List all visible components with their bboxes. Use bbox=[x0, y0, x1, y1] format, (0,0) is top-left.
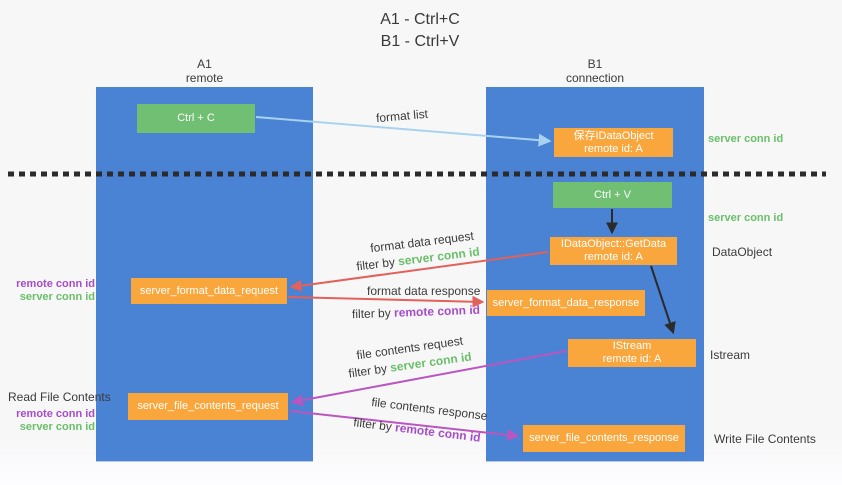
lane-b1-subtitle: connection bbox=[565, 71, 625, 85]
lane-b1-header: B1 connection bbox=[486, 57, 704, 85]
remote-conn-id-text: remote conn id bbox=[394, 420, 482, 445]
title-line-1: A1 - Ctrl+C bbox=[380, 11, 460, 28]
node-file-response-label: server_file_contents_response bbox=[529, 432, 679, 444]
node-format-response-label: server_format_data_response bbox=[492, 296, 640, 309]
label-istream: Istream bbox=[710, 348, 751, 362]
node-format-response: server_format_data_response bbox=[487, 290, 645, 316]
label-format-list: format list bbox=[375, 106, 429, 126]
node-ctrl-c: Ctrl + C bbox=[137, 104, 255, 133]
label-server-conn-id-mid: server conn id bbox=[708, 212, 784, 224]
node-file-response: server_file_contents_response bbox=[523, 425, 685, 452]
filter-by-text: filter by bbox=[347, 360, 392, 381]
label-server-conn-id-left-bottom: server conn id bbox=[19, 421, 95, 433]
lane-a1-subtitle: remote bbox=[185, 71, 224, 85]
label-remote-conn-id-left: remote conn id bbox=[16, 278, 95, 290]
filter-by-text: filter by bbox=[352, 415, 397, 435]
node-format-request-label: server_format_data_request bbox=[139, 284, 279, 297]
label-remote-conn-id-left-bottom: remote conn id bbox=[16, 408, 95, 420]
title-line-2: B1 - Ctrl+V bbox=[380, 33, 460, 50]
filter-by-text: filter by bbox=[355, 254, 400, 274]
node-save-dataobject-line1: 保存IDataObject bbox=[573, 129, 654, 142]
node-istream-line2: remote id: A bbox=[602, 353, 662, 365]
node-format-request: server_format_data_request bbox=[131, 278, 287, 304]
label-write-file-contents: Write File Contents bbox=[714, 432, 816, 446]
lane-a1-name: A1 bbox=[197, 57, 212, 71]
label-block-left-mid: remote conn id server conn id bbox=[0, 278, 95, 304]
node-ctrl-c-label: Ctrl + C bbox=[177, 112, 215, 124]
node-save-dataobject: 保存IDataObject remote id: A bbox=[554, 128, 673, 157]
label-read-file-contents: Read File Contents bbox=[8, 390, 111, 404]
diagram-title: A1 - Ctrl+C B1 - Ctrl+V bbox=[300, 9, 540, 53]
node-file-request: server_file_contents_request bbox=[128, 393, 288, 420]
node-file-request-label: server_file_contents_request bbox=[137, 400, 279, 412]
label-format-data-response: format data response bbox=[367, 284, 481, 298]
node-getdata: IDataObject::GetData remote id: A bbox=[550, 237, 677, 265]
node-istream: IStream remote id: A bbox=[568, 339, 696, 367]
label-filter-format-response: filter by remote conn id bbox=[352, 303, 480, 321]
filter-by-text: filter by bbox=[351, 305, 395, 322]
label-block-left-bottom: remote conn id server conn id bbox=[0, 408, 95, 434]
lane-b1-name: B1 bbox=[587, 57, 603, 71]
lane-a1-header: A1 remote bbox=[96, 57, 313, 85]
node-save-dataobject-line2: remote id: A bbox=[584, 142, 643, 155]
node-istream-line1: IStream bbox=[612, 340, 652, 352]
remote-conn-id-text: remote conn id bbox=[393, 302, 481, 320]
label-server-conn-id-left: server conn id bbox=[19, 291, 95, 303]
node-getdata-line2: remote id: A bbox=[584, 251, 643, 263]
label-server-conn-id-top: server conn id bbox=[708, 133, 784, 145]
node-ctrl-v: Ctrl + V bbox=[553, 182, 672, 208]
label-dataobject: DataObject bbox=[712, 245, 773, 259]
node-getdata-line1: IDataObject::GetData bbox=[560, 238, 667, 250]
node-ctrl-v-label: Ctrl + V bbox=[594, 188, 631, 201]
